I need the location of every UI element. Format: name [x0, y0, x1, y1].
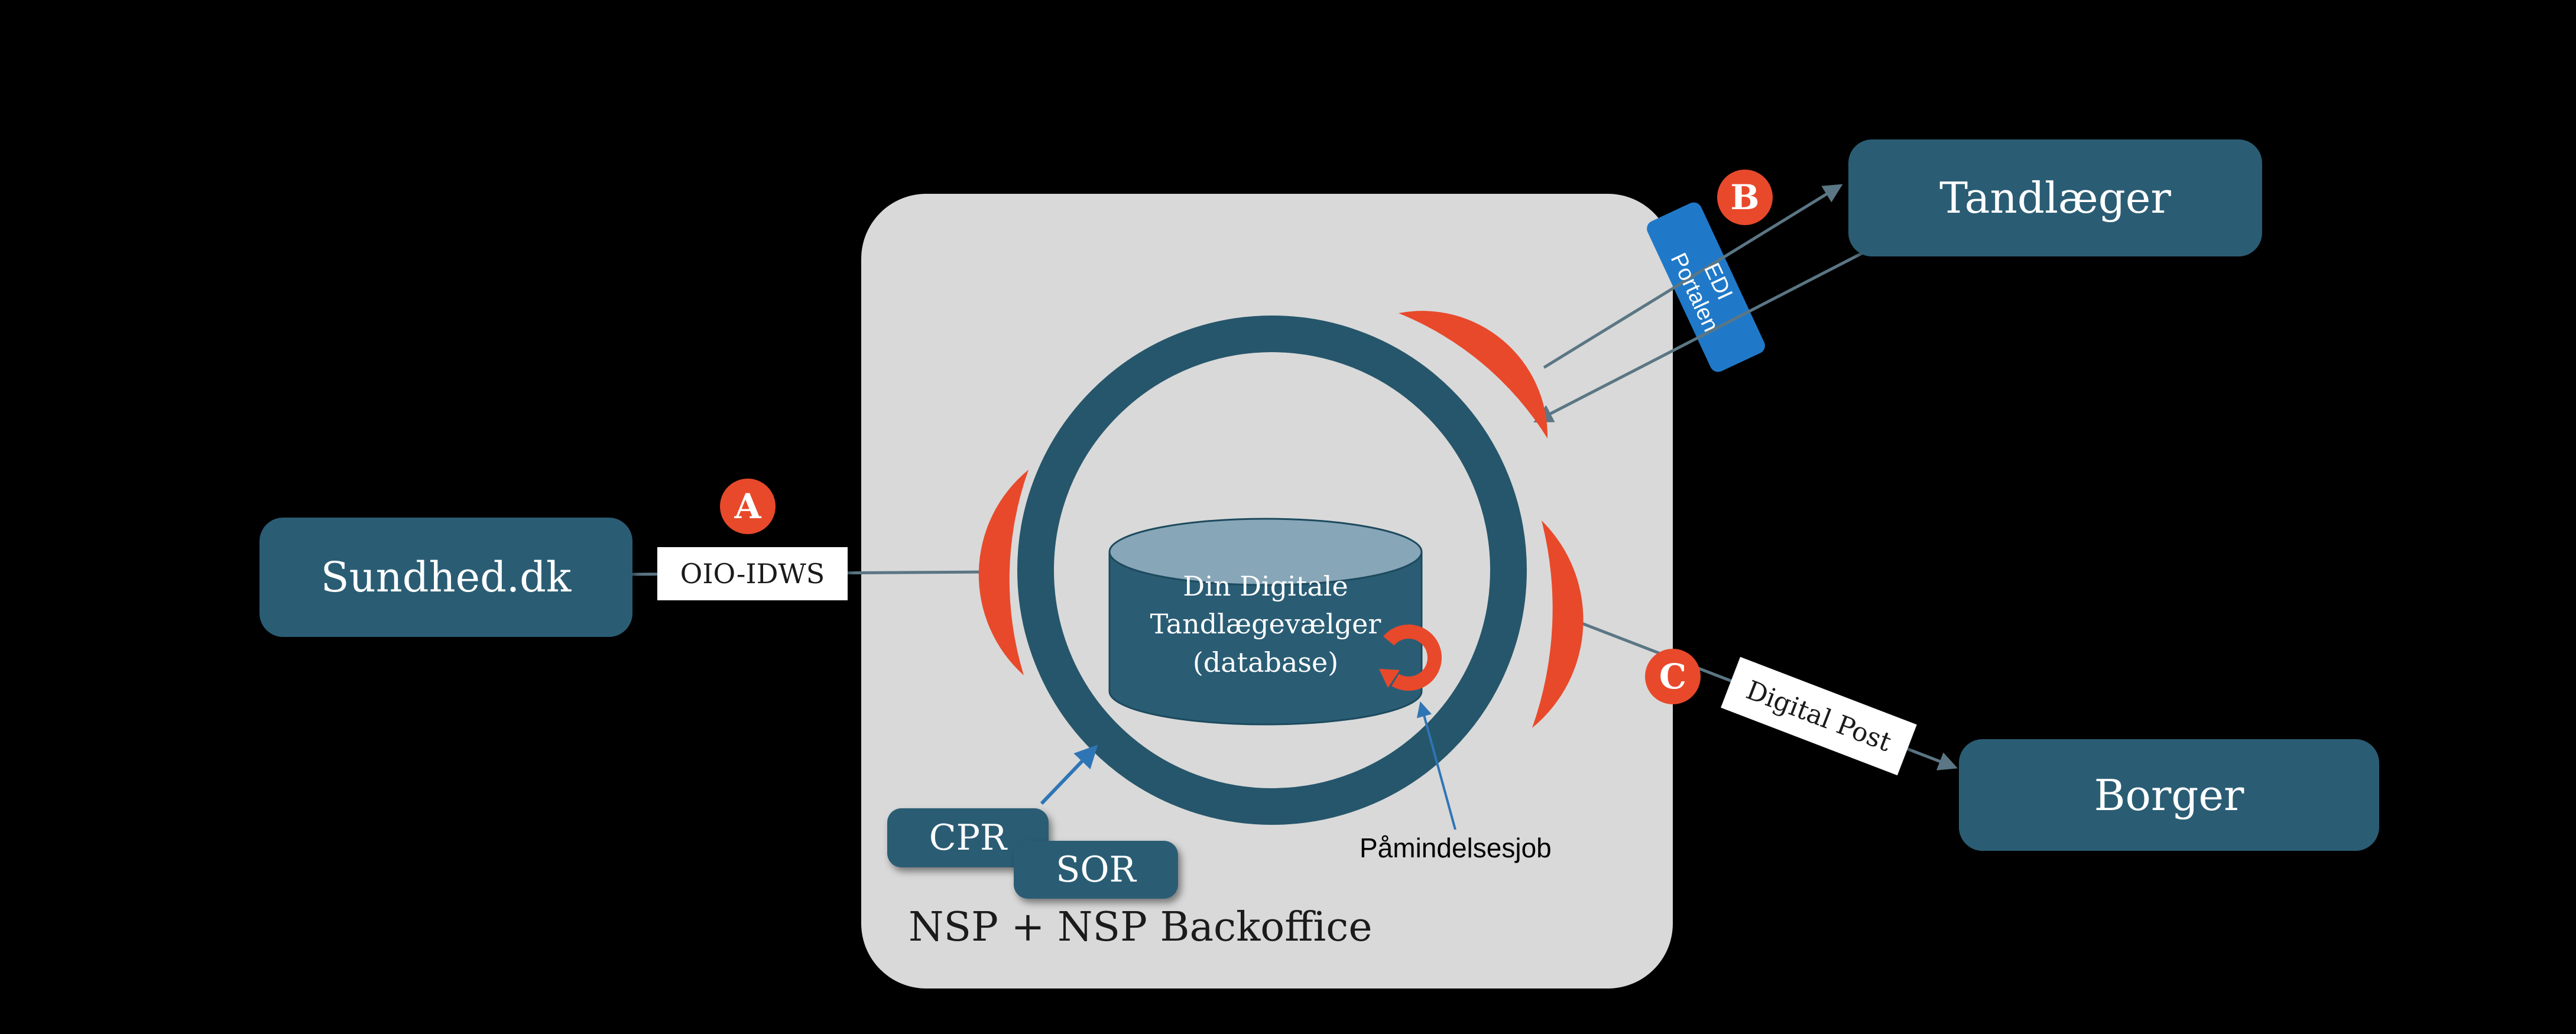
node-sor-label: SOR — [1056, 849, 1136, 890]
oio-idws-label: OIO-IDWS — [680, 558, 825, 590]
refresh-icon-arrowhead — [1379, 669, 1400, 688]
crescent-left-icon — [978, 470, 1029, 675]
edi-portalen-box — [1647, 202, 1765, 372]
digital-post-tag: Digital Post — [1721, 656, 1917, 776]
arrow-paamindelsesjob-pointer — [1416, 701, 1456, 830]
node-cpr-label: CPR — [929, 817, 1007, 859]
digital-post-label: Digital Post — [1742, 674, 1896, 758]
arrow-tandlaeger-to-nsp — [1533, 248, 1870, 422]
arrow-nsp-to-tandlaeger — [1543, 184, 1843, 369]
crescent-right-icon — [1532, 521, 1584, 728]
database-cylinder-top — [1108, 518, 1423, 586]
node-sundhed-label: Sundhed.dk — [320, 553, 572, 601]
paamindelsesjob-label: Påmindelsesjob — [1360, 833, 1552, 863]
node-sundhed-dk: Sundhed.dk — [259, 518, 632, 637]
database-label-line2: Tandlægevælger — [1150, 608, 1381, 640]
node-borger-label: Borger — [2094, 770, 2244, 820]
badge-c-letter: C — [1659, 656, 1687, 697]
badge-a: A — [720, 479, 776, 534]
nsp-ring — [1017, 316, 1527, 825]
badge-c: C — [1645, 649, 1701, 704]
node-borger: Borger — [1959, 739, 2379, 851]
panel-title: NSP + NSP Backoffice — [909, 904, 1373, 951]
arrow-cpr-sor-to-ring — [1040, 744, 1098, 805]
node-sor: SOR — [1014, 841, 1178, 899]
node-tandlaeger-label: Tandlæger — [1939, 173, 2171, 223]
badge-a-letter: A — [734, 486, 761, 526]
database-label: Din Digitale Tandlægevælger (database) — [1109, 567, 1422, 681]
node-tandlaeger: Tandlæger — [1848, 139, 2262, 256]
database-label-line3: (database) — [1192, 646, 1339, 678]
crescent-top-right-icon — [1399, 311, 1548, 438]
database-label-line1: Din Digitale — [1183, 570, 1348, 602]
refresh-icon — [1375, 625, 1442, 691]
badge-b-letter: B — [1730, 177, 1760, 217]
badge-b: B — [1717, 170, 1773, 225]
oio-idws-tag: OIO-IDWS — [657, 547, 848, 600]
